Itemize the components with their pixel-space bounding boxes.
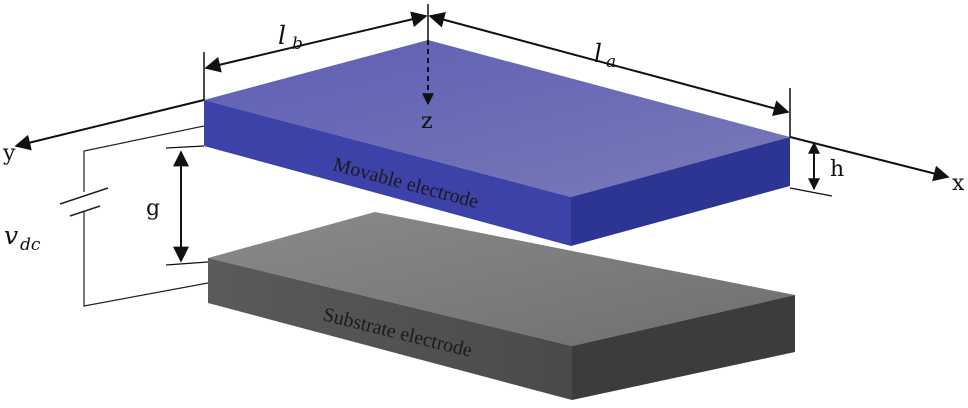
z-axis-label: z: [421, 109, 433, 134]
capacitor-plate-short: [69, 205, 101, 217]
capacitor-plate-long: [59, 187, 109, 205]
lb-label-main: l: [278, 21, 286, 50]
circuit-wire-bottom: [83, 212, 209, 307]
g-label: g: [146, 196, 160, 221]
substrate-front-face: [208, 258, 572, 400]
movable-electrode: [204, 40, 790, 246]
dimension-arrow-lb: [204, 11, 428, 73]
y-axis-label: y: [2, 141, 16, 166]
vdc-label-sub: dc: [20, 235, 41, 255]
substrate-electrode: [208, 212, 795, 400]
lb-label-sub: b: [292, 34, 303, 54]
movable-front-face: [204, 100, 571, 246]
la-label-sub: a: [606, 52, 616, 72]
substrate-top-face: [208, 212, 795, 346]
movable-side-face: [571, 137, 790, 246]
x-axis-label: x: [952, 171, 965, 196]
dimension-arrow-la: [428, 12, 790, 116]
circuit-wire-top: [83, 125, 205, 192]
la-label-main: l: [594, 39, 602, 68]
extension-line-g-top: [165, 145, 205, 149]
vdc-label-main: v: [4, 221, 18, 250]
voltage-source-circuit: [59, 125, 209, 307]
extension-line-g-bottom: [165, 261, 209, 266]
y-axis-arrow: [14, 99, 205, 151]
extension-line-h-bottom: [789, 187, 833, 197]
movable-top-face: [204, 40, 790, 197]
h-label: h: [830, 157, 844, 182]
substrate-side-face: [572, 295, 795, 400]
